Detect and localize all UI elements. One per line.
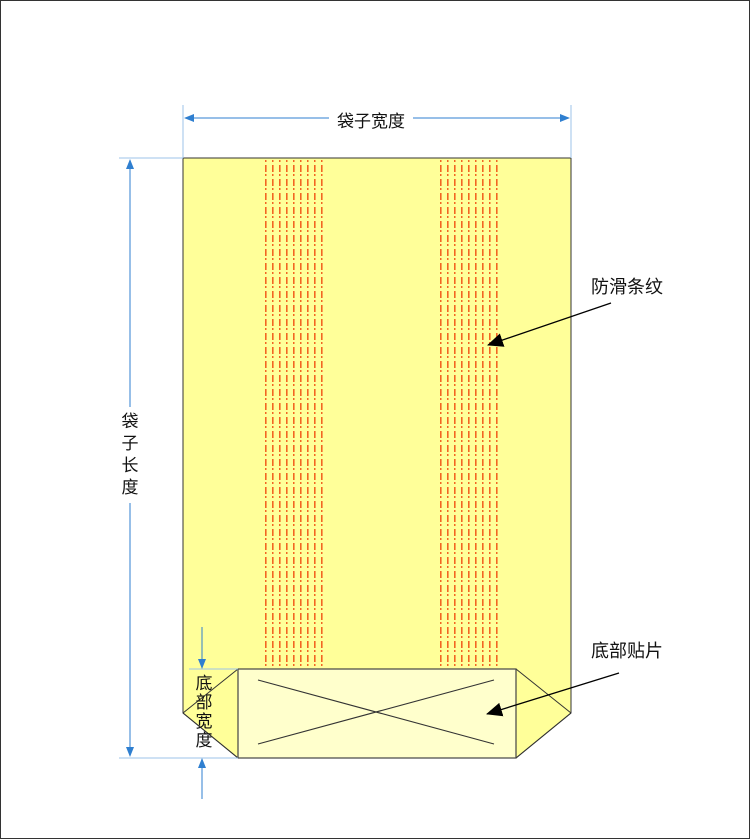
anti-slip-stripe-left [263,160,326,668]
stripes-callout-arrow [487,302,612,347]
bag-width-label: 袋子宽度 [329,107,413,132]
left-gusset [182,668,239,759]
patch-cross [257,679,495,745]
bottom-patch [237,668,517,759]
anti-slip-stripe-right [438,160,501,668]
bag-length-label: 袋子长度 [120,407,140,503]
right-gusset [515,668,572,759]
bottom-patch-label: 底部贴片 [591,641,663,662]
anti-slip-stripes-label: 防滑条纹 [591,277,663,298]
bottom-width-label: 底部宽度 [195,674,213,751]
bag-body [182,157,572,759]
patch-callout-arrow [486,672,620,717]
